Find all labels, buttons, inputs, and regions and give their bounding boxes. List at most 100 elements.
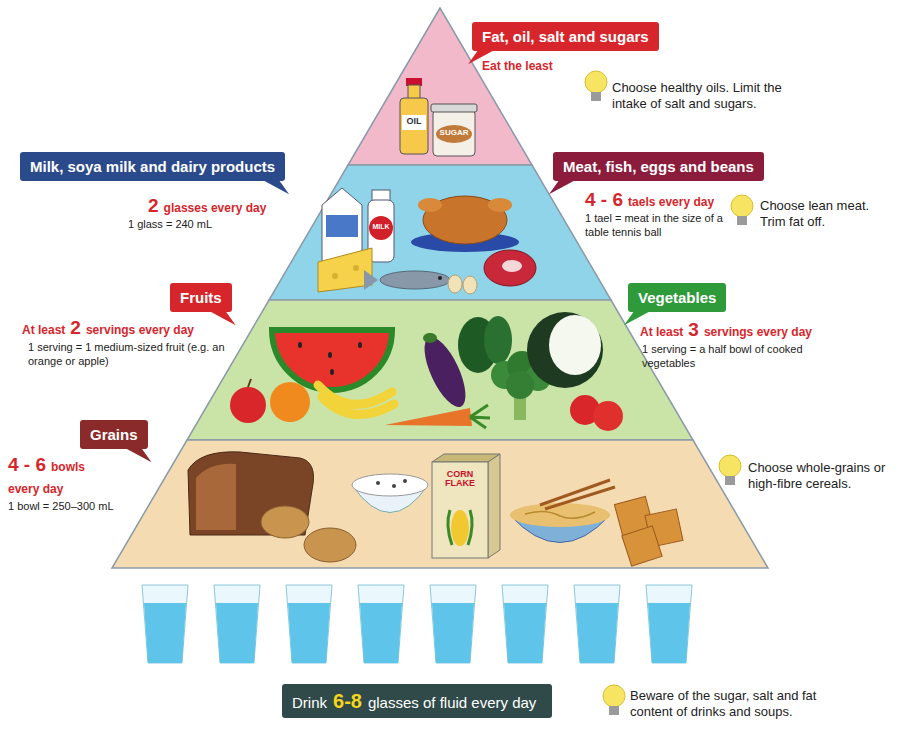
- serving-amount: At least2servings every day: [22, 316, 262, 341]
- eggs: [448, 275, 462, 293]
- serving-number: 4 - 6: [8, 454, 46, 475]
- sugar-jar: [433, 110, 475, 156]
- bananas: [322, 397, 394, 414]
- oil-bottle: [402, 115, 426, 130]
- watermelon: [358, 342, 362, 348]
- water-glasses: [430, 585, 476, 663]
- lightbulb-icon: [585, 71, 607, 101]
- cereal-box: [432, 454, 500, 558]
- group-heading: Grains: [80, 420, 148, 449]
- serving-text: At least: [22, 323, 65, 337]
- milk-carton: [322, 188, 362, 262]
- lightbulb-icon: [719, 455, 741, 485]
- heading-text: Milk, soya milk and dairy products: [30, 158, 275, 175]
- portion-note: 1 glass = 240 mL: [128, 218, 288, 232]
- crackers: [622, 526, 662, 566]
- water-glasses: [504, 603, 546, 663]
- serving-text: glasses every day: [164, 201, 267, 215]
- watermelon: [330, 369, 334, 375]
- cereal-box: [451, 510, 469, 546]
- crackers: [614, 496, 683, 566]
- water-glasses: [214, 585, 260, 663]
- callout-tail: [624, 311, 650, 325]
- carrot: [470, 405, 490, 428]
- water-glasses: [432, 603, 474, 663]
- carrot: [385, 405, 490, 428]
- cheese: [318, 248, 372, 292]
- tip-text: Choose lean meat. Trim fat off.: [760, 198, 885, 231]
- water-glasses: [502, 585, 548, 663]
- steak: [484, 250, 536, 286]
- bananas: [318, 385, 394, 414]
- watermelon: [272, 330, 392, 390]
- heading-text: Drink: [292, 694, 327, 711]
- group-heading: Fruits: [170, 283, 232, 312]
- portion-note: 1 serving = 1 medium-sized fruit (e.g. a…: [28, 341, 238, 369]
- watermelon: [328, 352, 332, 358]
- water-glasses: [646, 585, 692, 663]
- item-label: CORN FLAKE: [437, 470, 483, 489]
- milk-carton: [326, 215, 358, 237]
- serving-number: 4 - 6: [585, 189, 623, 210]
- water-glasses: [286, 585, 332, 663]
- sugar-jar: [431, 104, 477, 112]
- water-glasses: [648, 603, 690, 663]
- lightbulb-icon: [591, 92, 601, 101]
- lightbulb-icon: [603, 685, 625, 715]
- orange: [270, 382, 310, 422]
- note-text: Eat the least: [482, 59, 602, 74]
- water-glasses: [358, 585, 404, 663]
- cabbage: [549, 315, 601, 375]
- sugar-jar: [431, 104, 477, 156]
- rice-bowl: [352, 474, 428, 513]
- pyramid-band: [269, 165, 611, 300]
- steak: [484, 250, 536, 286]
- water-glasses: [430, 585, 476, 663]
- serving-text: taels every day: [628, 195, 714, 209]
- water-glasses: [286, 585, 332, 663]
- serving-amount: 2glasses every day: [148, 194, 368, 219]
- cheese: [353, 265, 359, 271]
- eggs: [448, 275, 477, 294]
- item-label: MILK: [369, 223, 393, 230]
- portion-note: 1 serving = a half bowl of cooked vegeta…: [642, 343, 812, 371]
- portion-note: 1 bowl = 250–300 mL: [8, 500, 138, 514]
- serving-text: servings every day: [86, 323, 194, 337]
- oil-bottle: [400, 98, 428, 154]
- bread-loaf: [196, 464, 236, 530]
- noodle-bowl: [510, 503, 610, 527]
- tip-text: Choose whole-grains or high-fibre cereal…: [748, 460, 896, 493]
- heading-text: Meat, fish, eggs and beans: [563, 158, 754, 175]
- group-heading: Fat, oil, salt and sugars: [472, 22, 659, 51]
- oil-bottle: [400, 78, 428, 154]
- water-glasses: [144, 603, 186, 663]
- water-glasses: [502, 585, 548, 663]
- tomatoes: [593, 401, 623, 431]
- milk-bottle: [369, 216, 393, 240]
- lightbulb-icon: [731, 195, 753, 217]
- callout-tail: [126, 448, 152, 462]
- heading-text: Fat, oil, salt and sugars: [482, 28, 649, 45]
- lightbulb-icon: [609, 706, 619, 715]
- rice-bowl: [376, 481, 380, 485]
- fish: [364, 270, 450, 290]
- water-glasses: [214, 585, 260, 663]
- portion-note: 1 tael = meat in the size of a table ten…: [585, 212, 733, 240]
- apple: [248, 379, 251, 387]
- water-glasses: [646, 585, 692, 663]
- milk-carton: [322, 188, 362, 262]
- banner-text: glasses of fluid every day: [368, 694, 536, 711]
- group-heading: Milk, soya milk and dairy products: [20, 152, 285, 181]
- roast-chicken: [488, 198, 512, 212]
- roast-chicken: [418, 198, 442, 212]
- heading-text: Vegetables: [638, 289, 716, 306]
- fish: [364, 270, 378, 290]
- group-heading: Meat, fish, eggs and beans: [553, 152, 764, 181]
- noodle-bowl: [525, 511, 595, 518]
- apple: [230, 387, 266, 423]
- cereal-box: [448, 510, 472, 545]
- cereal-box: [488, 454, 500, 558]
- watermelon: [272, 330, 392, 390]
- water-glasses: [142, 585, 188, 663]
- lightbulb-icon: [603, 685, 625, 707]
